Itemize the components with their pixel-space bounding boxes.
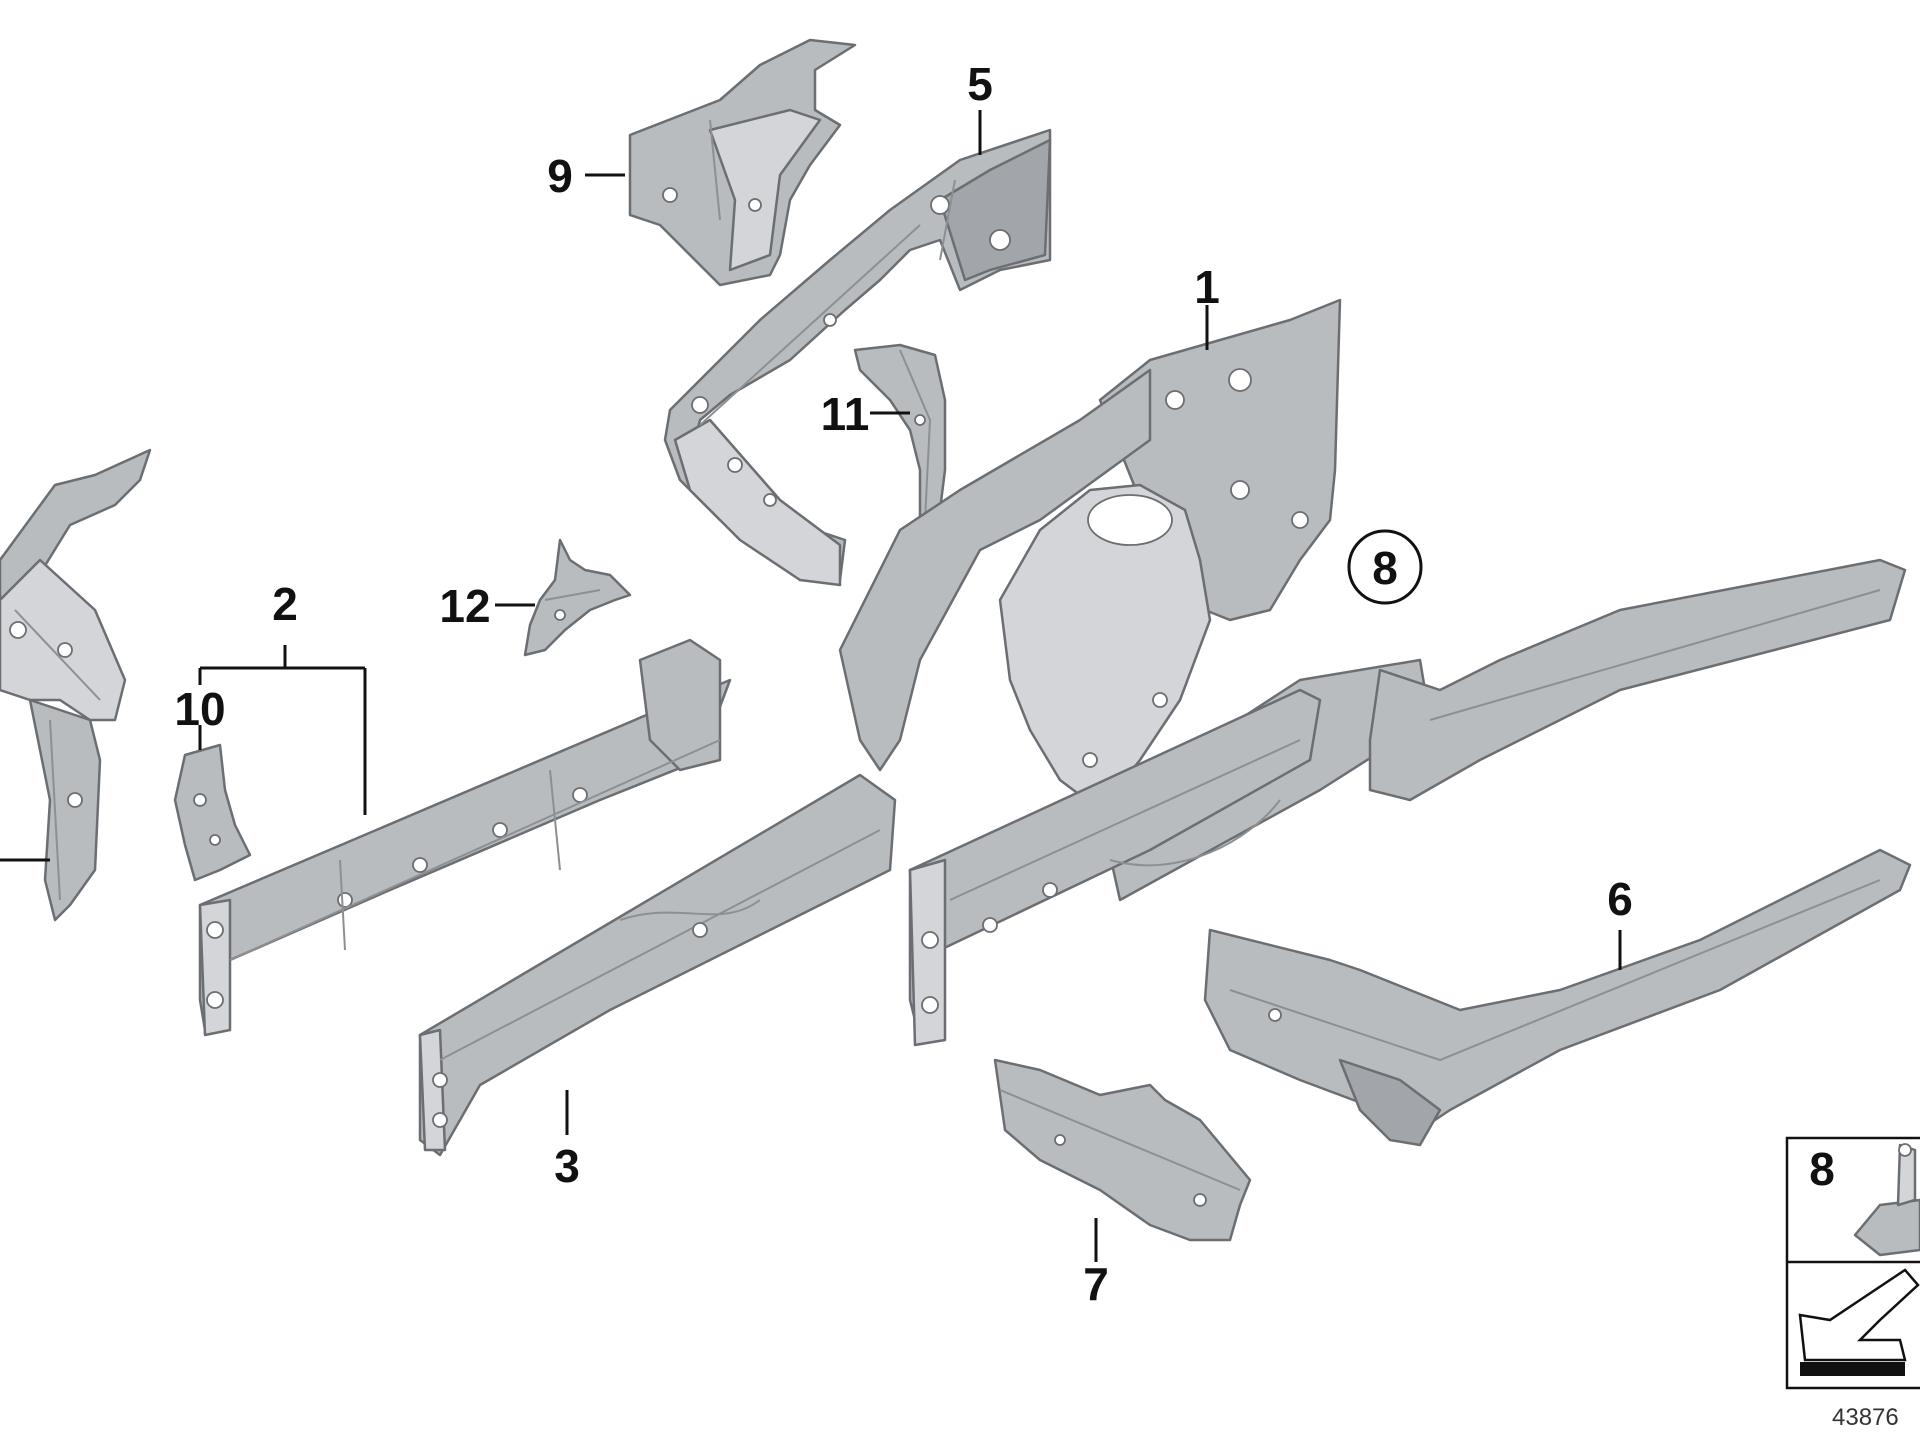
label-5-group: 5 <box>967 58 993 155</box>
part-label-1: 1 <box>1194 261 1220 313</box>
label-3-group: 3 <box>554 1090 580 1192</box>
part-1-front-assembly <box>838 298 1907 1047</box>
label-8-circled-group: 8 <box>1347 529 1423 605</box>
label-11-group: 11 <box>821 388 910 440</box>
label-12-group: 12 <box>439 580 535 632</box>
label-8-circle <box>1347 529 1423 605</box>
label-7-group: 7 <box>1083 1218 1109 1310</box>
part-11-strut <box>853 343 947 532</box>
part-left-pillar <box>0 448 152 922</box>
part-2-side-member <box>198 638 732 1037</box>
part-label-12: 12 <box>439 580 490 632</box>
part-label-10: 10 <box>174 683 225 735</box>
inset-bolt-icon <box>1853 1143 1920 1257</box>
part-label-6: 6 <box>1607 873 1633 925</box>
document-number: 43876 <box>1832 1404 1899 1431</box>
inset-label-8: 8 <box>1809 1143 1835 1195</box>
label-10-group: 10 <box>174 683 226 750</box>
part-label-9: 9 <box>547 150 573 202</box>
inset-arrow-icon <box>1798 1268 1920 1376</box>
part-12-clip <box>523 538 632 657</box>
label-6-group: 6 <box>1607 873 1633 970</box>
part-label-2: 2 <box>272 578 298 630</box>
part-6-rear-member <box>1203 848 1912 1147</box>
part-label-11: 11 <box>821 388 870 440</box>
label-9-group: 9 <box>547 150 625 202</box>
part-9-bracket <box>628 38 857 287</box>
label-2-group: 2 <box>198 578 367 815</box>
inset-box: 8 <box>1785 1136 1920 1390</box>
part-label-7: 7 <box>1083 1258 1109 1310</box>
part-label-8-circled: 8 <box>1372 542 1398 594</box>
part-5-upper-rail <box>663 128 1052 587</box>
label-1-group: 1 <box>1194 261 1220 350</box>
part-label-5: 5 <box>967 58 993 110</box>
part-10-plate <box>173 743 252 882</box>
part-7-bracket <box>993 1058 1252 1242</box>
part-label-3: 3 <box>554 1140 580 1192</box>
part-3-side-member <box>418 773 897 1157</box>
